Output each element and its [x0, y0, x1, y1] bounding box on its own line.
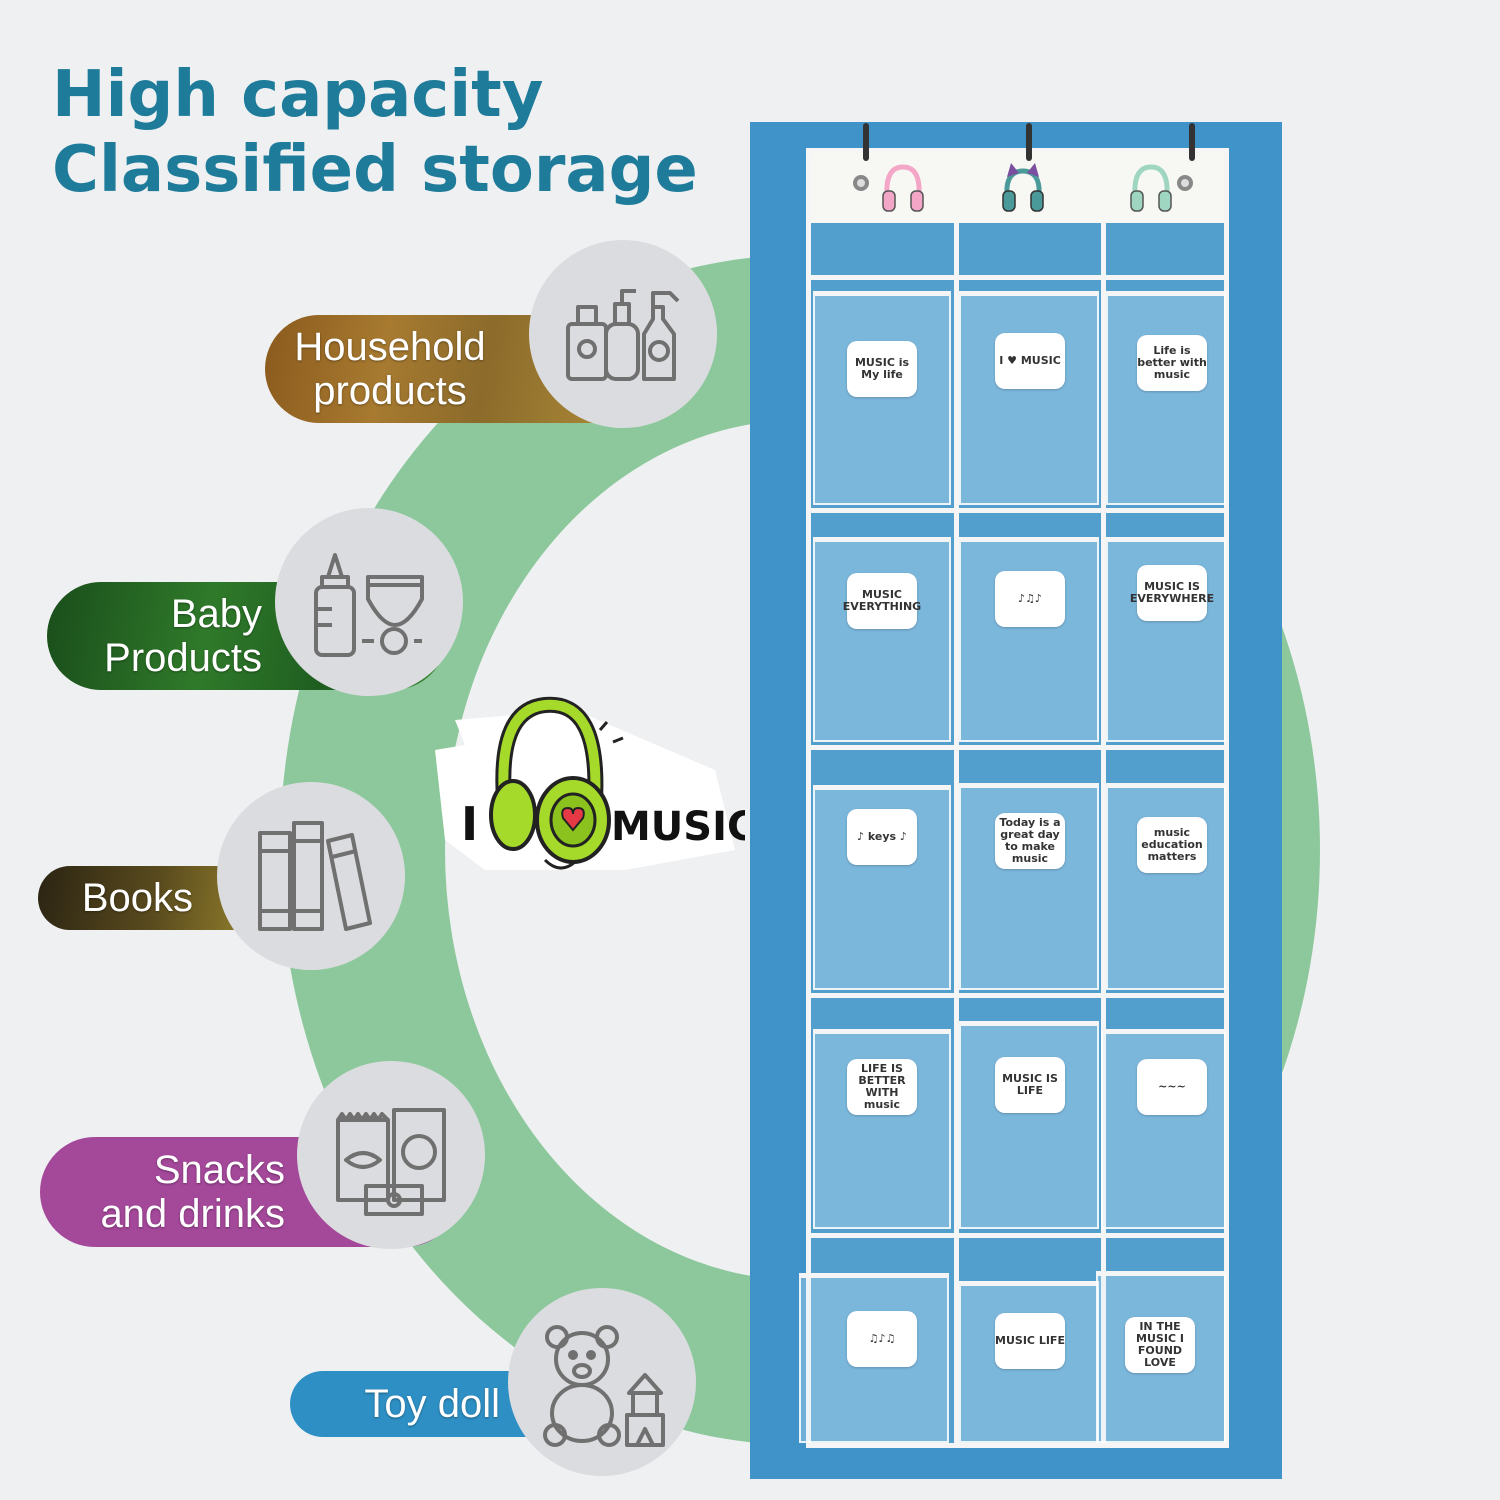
household-products-icon-circle: [529, 240, 717, 428]
row-divider: [811, 508, 1224, 513]
books-icon-circle: [217, 782, 405, 970]
mint-headphones-icon: [1130, 164, 1172, 212]
headline-line-1: High capacity: [52, 58, 544, 132]
headphones-icon: I MUSIC: [435, 696, 756, 870]
pocket-sticker: MUSIC EVERYTHING: [843, 573, 921, 629]
category-label-line: Books: [81, 876, 193, 920]
pocket-sticker: MUSIC is My life: [847, 341, 917, 397]
row-divider: [811, 745, 1224, 750]
pocket-sticker: MUSIC LIFE: [995, 1313, 1065, 1369]
pocket-sticker: ~~~: [1137, 1059, 1207, 1115]
cat-ear-headphones-icon: [1002, 163, 1044, 212]
pocket-sticker: music education matters: [1137, 817, 1207, 873]
grommet: [853, 175, 869, 191]
category-label-line: Baby: [170, 592, 262, 636]
organizer-header: [811, 123, 1224, 223]
pocket-sticker: Today is a great day to make music: [995, 813, 1065, 869]
row-divider: [811, 993, 1224, 998]
hanging-strap: [863, 123, 869, 161]
row-divider: [811, 1233, 1224, 1238]
pocket-sticker: ♪♫♪: [995, 571, 1065, 627]
category-label-line: Toy doll: [364, 1382, 500, 1426]
toy-icon: [543, 1325, 665, 1447]
pocket-sticker: LIFE IS BETTER WITH music: [847, 1059, 917, 1115]
pocket-sticker: ♪ keys ♪: [847, 809, 917, 865]
pocket-sticker: I ♥ MUSIC: [995, 333, 1065, 389]
category-label-line: and drinks: [100, 1192, 285, 1236]
sticker-text-i: I: [461, 797, 478, 851]
headline-line-2: Classified storage: [52, 133, 698, 207]
category-label-line: Household: [294, 325, 486, 369]
baby-products-icon-circle: [275, 508, 463, 696]
organizer-photo: MUSIC is My life I ♥ MUSIC Life is bette…: [750, 122, 1282, 1479]
pocket: [1106, 291, 1226, 505]
pocket-sticker: IN THE MUSIC I FOUND LOVE: [1125, 1317, 1195, 1373]
pocket-sticker: Life is better with music: [1137, 335, 1207, 391]
pocket: [813, 291, 951, 505]
sticker-text-music: MUSIC: [611, 804, 745, 850]
column-divider: [1101, 223, 1106, 1443]
category-label-line: Products: [104, 636, 262, 680]
pocket-sticker: MUSIC IS EVERYWHERE: [1130, 565, 1214, 621]
pocket: [1106, 783, 1226, 990]
toy-icon-circle: [508, 1288, 696, 1476]
pocket: [813, 537, 951, 742]
household-products-icon: [566, 289, 680, 381]
pocket-sticker: ♫♪♫: [847, 1311, 917, 1367]
snacks-icon: [336, 1108, 446, 1216]
pocket: [959, 291, 1099, 505]
grommet: [1177, 175, 1193, 191]
category-label-line: products: [313, 369, 467, 413]
pink-headphones-icon: [882, 164, 924, 212]
row-divider: [811, 275, 1224, 280]
baby-products-icon: [314, 553, 424, 657]
category-label-line: Snacks: [153, 1148, 285, 1192]
pocket-sticker: MUSIC IS LIFE: [995, 1057, 1065, 1113]
i-love-music-sticker: I MUSIC: [425, 690, 756, 880]
snacks-icon-circle: [297, 1061, 485, 1249]
books-icon: [258, 821, 372, 931]
pocket: [959, 537, 1099, 742]
column-divider: [954, 223, 959, 1443]
hanging-strap: [1026, 123, 1032, 161]
headline: High capacity Classified storage: [52, 58, 698, 208]
hanging-strap: [1189, 123, 1195, 161]
pocket: [959, 1021, 1099, 1229]
door-organizer: MUSIC is My life I ♥ MUSIC Life is bette…: [799, 123, 1229, 1448]
